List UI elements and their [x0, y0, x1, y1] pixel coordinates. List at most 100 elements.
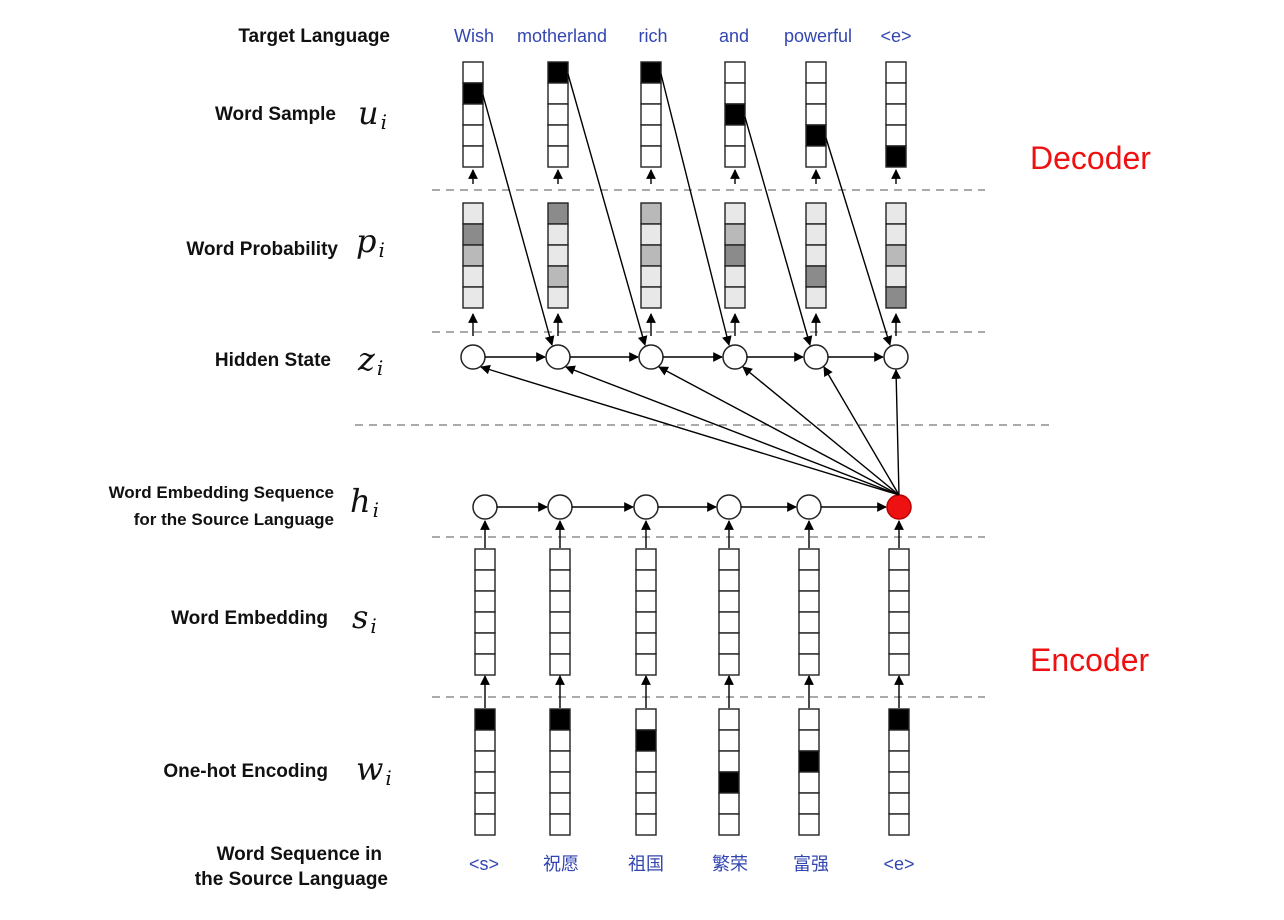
embedding-cell — [718, 611, 740, 634]
source-word: 富强 — [793, 854, 829, 874]
embedding-cell — [549, 548, 571, 571]
onehot-cell — [718, 771, 740, 794]
probability-cell — [640, 286, 662, 309]
final-encoder-state — [886, 494, 912, 520]
label-embedding-sequence-2: for the Source Language — [134, 510, 334, 529]
probability-cell — [547, 223, 569, 246]
onehot-cell — [718, 750, 740, 773]
embedding-cell — [549, 590, 571, 613]
onehot-cell — [798, 771, 820, 794]
label-word-sample: Word Sample — [215, 104, 336, 125]
sample-cell — [724, 103, 746, 126]
sample-cell — [885, 145, 907, 168]
probability-cell — [462, 223, 484, 246]
sample-cell — [724, 82, 746, 105]
onehot-cell — [474, 729, 496, 752]
context-arrow — [891, 369, 902, 496]
embedding-cell — [635, 590, 657, 613]
sample-cell — [547, 82, 569, 105]
embedding-cell — [474, 611, 496, 634]
onehot-cell — [888, 792, 910, 815]
sample-cell — [805, 61, 827, 84]
embedding-cell — [474, 632, 496, 655]
embedding-cell — [798, 632, 820, 655]
sample-cell — [805, 124, 827, 147]
probability-cell — [462, 202, 484, 225]
context-arrow — [658, 366, 900, 496]
sample-cell — [462, 61, 484, 84]
embedding-cell — [888, 611, 910, 634]
sample-cell — [640, 145, 662, 168]
embedding-cell — [474, 653, 496, 676]
probability-cell — [885, 286, 907, 309]
sample-cell — [805, 103, 827, 126]
label-one-hot: One-hot Encoding — [163, 761, 328, 782]
probability-cell — [805, 223, 827, 246]
source-words: <s> 祝愿 祖国 繁荣 富强 <e> — [469, 854, 915, 874]
probability-cell — [805, 244, 827, 267]
source-word: <e> — [883, 854, 914, 874]
probability-cell — [547, 202, 569, 225]
embedding-cell — [474, 548, 496, 571]
onehot-cell — [718, 813, 740, 836]
probability-cell — [640, 265, 662, 288]
encoder-state-node — [716, 494, 742, 520]
embedding-cell — [718, 569, 740, 592]
target-word: rich — [638, 26, 667, 46]
sample-cell — [640, 124, 662, 147]
decoder-label: Decoder — [1030, 140, 1151, 176]
probability-cell — [462, 265, 484, 288]
onehot-cell — [549, 708, 571, 731]
sample-cell — [547, 145, 569, 168]
sample-cell — [885, 82, 907, 105]
onehot-cell — [888, 708, 910, 731]
embedding-cell — [549, 653, 571, 676]
embedding-cell — [798, 548, 820, 571]
onehot-cell — [549, 771, 571, 794]
sample-cell — [640, 82, 662, 105]
onehot-cell — [549, 813, 571, 836]
onehot-cell — [798, 792, 820, 815]
target-word: and — [719, 26, 749, 46]
probability-cell — [640, 202, 662, 225]
target-word: powerful — [784, 26, 852, 46]
sample-cell — [724, 61, 746, 84]
feedback-arrow — [825, 137, 893, 346]
sample-cell — [805, 145, 827, 168]
embedding-cell — [474, 590, 496, 613]
embedding-cell — [888, 569, 910, 592]
sample-cell — [640, 61, 662, 84]
embedding-cell — [888, 548, 910, 571]
embedding-cell — [635, 569, 657, 592]
onehot-cell — [888, 729, 910, 752]
probability-cell — [462, 244, 484, 267]
probability-cell — [640, 223, 662, 246]
sample-cell — [885, 61, 907, 84]
label-target-language: Target Language — [238, 26, 390, 47]
onehot-cell — [474, 771, 496, 794]
embedding-cell — [718, 548, 740, 571]
label-word-probability: Word Probability — [186, 239, 338, 260]
hidden-state-node — [722, 344, 748, 370]
onehot-cell — [474, 813, 496, 836]
embedding-cell — [718, 653, 740, 676]
probability-cell — [805, 202, 827, 225]
target-words: Wish motherland rich and powerful <e> — [454, 26, 912, 46]
sample-cell — [724, 124, 746, 147]
encoder-state-node — [796, 494, 822, 520]
embedding-cell — [798, 590, 820, 613]
onehot-cell — [798, 813, 820, 836]
probability-cell — [640, 244, 662, 267]
embedding-cell — [635, 632, 657, 655]
context-arrow — [823, 366, 900, 496]
onehot-cell — [549, 792, 571, 815]
hidden-state-node — [638, 344, 664, 370]
onehot-cell — [635, 708, 657, 731]
feedback-arrow — [744, 116, 813, 346]
onehot-cell — [718, 792, 740, 815]
feedback-arrow — [482, 94, 555, 346]
probability-cell — [805, 265, 827, 288]
hidden-state-node — [545, 344, 571, 370]
